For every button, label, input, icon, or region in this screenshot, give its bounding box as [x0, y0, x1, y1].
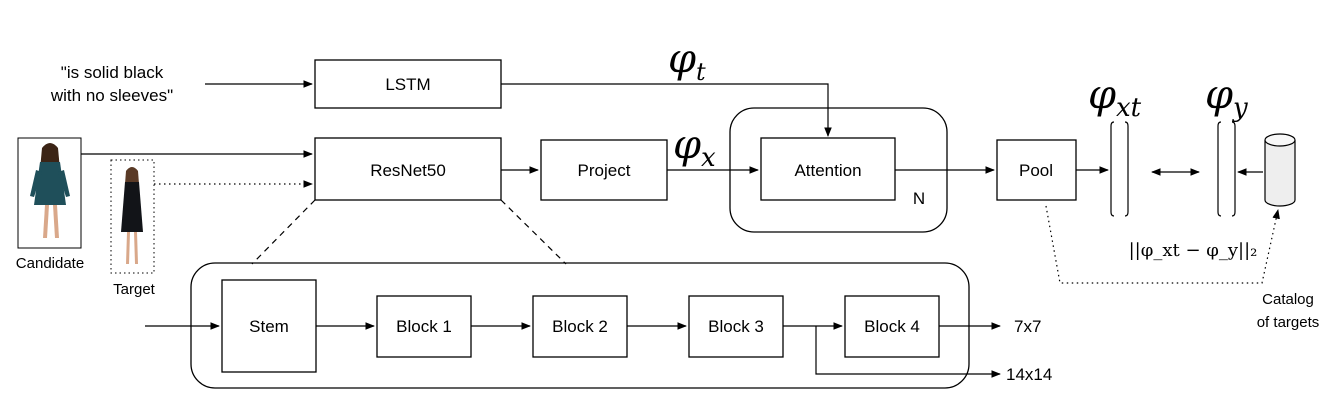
- attention-label: Attention: [794, 161, 861, 180]
- pool-block: [996, 139, 1077, 201]
- lstm-to-attention-arrow: [501, 83, 832, 137]
- output-14x14-label: 14x14: [1006, 365, 1052, 384]
- block4: [844, 295, 940, 358]
- catalog-database-icon: [1264, 133, 1296, 207]
- catalog-label-line2: of targets: [1257, 314, 1320, 331]
- pool-label: Pool: [1019, 161, 1053, 180]
- svg-text:xt: xt: [1116, 93, 1142, 123]
- block2: [532, 295, 628, 358]
- stem-label: Stem: [249, 317, 289, 336]
- svg-text:φ: φ: [673, 122, 701, 168]
- block1-label: Block 1: [396, 317, 452, 336]
- svg-text:t: t: [696, 58, 706, 86]
- phi-y-vector-left: [1217, 121, 1222, 217]
- output-7x7-label: 7x7: [1014, 317, 1041, 336]
- svg-text:φ: φ: [1088, 72, 1116, 118]
- block2-label: Block 2: [552, 317, 608, 336]
- phi-xt-vector-left: [1110, 121, 1115, 217]
- phi-y-vector-right: [1231, 121, 1236, 217]
- block3-label: Block 3: [708, 317, 764, 336]
- zoom-line-right: [500, 199, 567, 265]
- svg-text:y: y: [1232, 93, 1248, 123]
- attention-repeat-count: N: [913, 189, 925, 208]
- zoom-line-left: [251, 199, 316, 265]
- phi-xt-symbol: φ xt: [1088, 72, 1142, 123]
- project-label: Project: [578, 161, 631, 180]
- svg-text:x: x: [701, 143, 716, 173]
- phi-x-symbol: φ x: [673, 122, 716, 173]
- block1: [376, 295, 472, 358]
- attention-block: [760, 137, 896, 201]
- candidate-label: Candidate: [16, 255, 84, 272]
- catalog-label-line1: Catalog: [1262, 291, 1314, 308]
- phi-y-symbol: φ y: [1205, 72, 1248, 123]
- distance-formula: ||φ_xt − φ_y||₂: [1129, 240, 1258, 261]
- candidate-image: [17, 137, 82, 249]
- lstm-label: LSTM: [385, 75, 430, 94]
- svg-text:φ: φ: [1205, 72, 1233, 118]
- phi-t-symbol: φ t: [668, 36, 706, 86]
- block3-to-14x14-arrow: [815, 326, 1001, 378]
- stem-block: [221, 279, 317, 373]
- resnet50-block: [314, 137, 502, 201]
- target-label: Target: [113, 281, 156, 298]
- block4-label: Block 4: [864, 317, 920, 336]
- query-text-line1: "is solid black: [61, 63, 164, 82]
- project-block: [540, 139, 668, 201]
- resnet50-label: ResNet50: [370, 161, 446, 180]
- svg-text:φ: φ: [668, 36, 696, 82]
- query-text-line2: with no sleeves": [50, 86, 173, 105]
- phi-xt-vector-right: [1124, 121, 1129, 217]
- target-image: [110, 159, 155, 274]
